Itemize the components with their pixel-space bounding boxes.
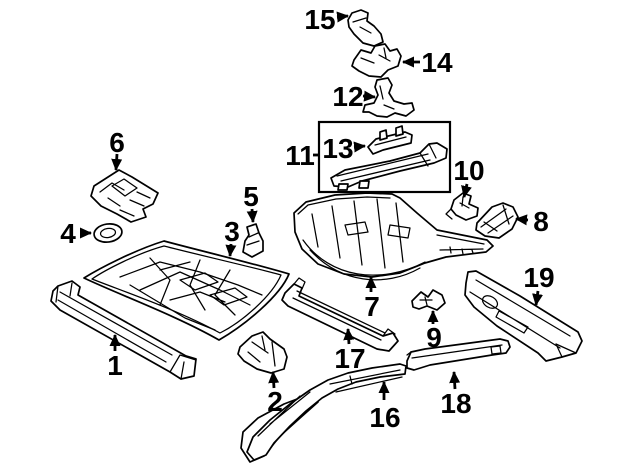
part-drawing-16-side-rail xyxy=(240,363,407,463)
callout-arrow xyxy=(343,328,355,345)
callout-label-7[interactable]: 7 xyxy=(364,291,380,322)
callout-label-18[interactable]: 18 xyxy=(440,388,471,419)
callout-8[interactable]: 8 xyxy=(515,206,549,237)
part-drawing-12-bracket xyxy=(362,77,415,118)
callout-arrow xyxy=(225,243,237,257)
callout-label-12[interactable]: 12 xyxy=(332,81,363,112)
part-drawing-8-bracket xyxy=(475,202,519,239)
callout-arrow xyxy=(111,153,123,171)
callout-label-8[interactable]: 8 xyxy=(533,206,549,237)
callout-label-6[interactable]: 6 xyxy=(109,127,125,158)
callout-arrow xyxy=(515,214,529,226)
callout-11[interactable]: 11 xyxy=(285,140,320,171)
callout-arrow xyxy=(336,11,349,23)
callout-arrow xyxy=(532,290,544,306)
callout-label-15[interactable]: 15 xyxy=(304,4,335,35)
callout-15[interactable]: 15 xyxy=(304,4,349,35)
callout-19[interactable]: 19 xyxy=(523,262,555,306)
callout-16[interactable]: 16 xyxy=(369,381,401,433)
callout-4[interactable]: 4 xyxy=(60,218,92,249)
part-drawing-4-grommet xyxy=(93,223,123,243)
callout-arrow xyxy=(246,208,258,223)
part-drawing-3-center-floor-pan xyxy=(83,240,290,341)
callout-3[interactable]: 3 xyxy=(224,216,240,257)
part-drawing-18-rocker-sill xyxy=(406,338,511,371)
callout-label-14[interactable]: 14 xyxy=(421,47,453,78)
callout-label-13[interactable]: 13 xyxy=(322,133,353,164)
part-drawing-13-bracket xyxy=(367,125,413,155)
callout-label-4[interactable]: 4 xyxy=(60,218,76,249)
callout-label-11[interactable]: 11 xyxy=(285,140,315,171)
callout-label-2[interactable]: 2 xyxy=(267,386,283,417)
callout-label-17[interactable]: 17 xyxy=(334,343,365,374)
part-drawing-7-rear-floor-pan xyxy=(293,192,494,281)
callout-10[interactable]: 10 xyxy=(453,155,485,198)
part-drawing-9-bracket xyxy=(411,289,446,311)
assembly-box-11 xyxy=(317,120,452,194)
callout-18[interactable]: 18 xyxy=(440,371,472,419)
callout-label-9[interactable]: 9 xyxy=(426,322,442,353)
callout-label-3[interactable]: 3 xyxy=(224,216,240,247)
callout-14[interactable]: 14 xyxy=(402,47,453,78)
part-drawing-6-panel xyxy=(90,169,159,223)
callout-12[interactable]: 12 xyxy=(332,81,376,112)
part-drawing-1-front-crossmember xyxy=(50,280,197,380)
callout-label-19[interactable]: 19 xyxy=(523,262,554,293)
callout-1[interactable]: 1 xyxy=(107,334,123,381)
callout-6[interactable]: 6 xyxy=(109,127,125,171)
part-drawing-14-bracket xyxy=(351,43,402,78)
callout-13[interactable]: 13 xyxy=(322,133,366,164)
callout-2[interactable]: 2 xyxy=(267,371,283,417)
callout-label-5[interactable]: 5 xyxy=(243,181,259,212)
callout-9[interactable]: 9 xyxy=(426,310,442,353)
callout-label-16[interactable]: 16 xyxy=(369,402,400,433)
callout-arrow xyxy=(449,371,461,390)
callout-arrow xyxy=(268,371,280,389)
callout-label-1[interactable]: 1 xyxy=(107,350,123,381)
callout-label-10[interactable]: 10 xyxy=(453,155,484,186)
part-drawing-5-bracket xyxy=(242,223,264,258)
part-drawing-19-quarter-inner-panel xyxy=(464,270,583,362)
part-drawing-2-bracket xyxy=(237,331,288,374)
callout-5[interactable]: 5 xyxy=(243,181,259,223)
callout-arrow xyxy=(362,90,376,102)
part-drawing-10-bracket xyxy=(445,192,479,221)
part-drawing-11-crossmember-assembly xyxy=(330,142,448,191)
callout-arrow xyxy=(353,141,366,153)
part-drawing-17-crossmember xyxy=(281,277,399,352)
part-drawing-15-bracket xyxy=(347,9,384,47)
callout-7[interactable]: 7 xyxy=(364,276,380,322)
callout-17[interactable]: 17 xyxy=(334,328,366,374)
callout-arrow xyxy=(461,183,472,198)
